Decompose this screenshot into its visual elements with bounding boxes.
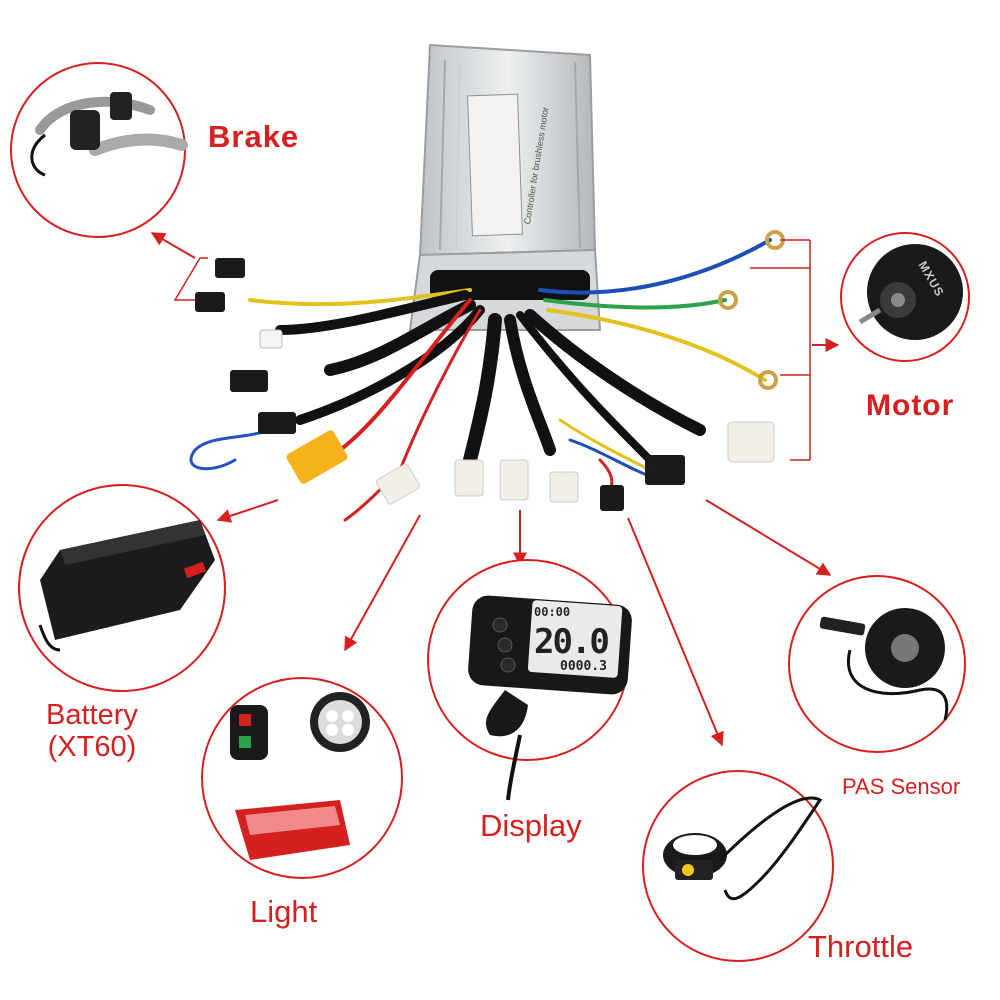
throttle-connector xyxy=(549,471,579,503)
brake-lever-top xyxy=(35,96,155,135)
wiring-harness xyxy=(189,238,772,522)
brake-lever-bottom xyxy=(89,133,188,156)
label-battery: Battery (XT60) xyxy=(46,699,138,764)
white-connector xyxy=(259,329,283,349)
arrow-throttle xyxy=(627,517,724,747)
loop-connector xyxy=(258,412,296,434)
brake-circle xyxy=(10,62,188,238)
controller-box xyxy=(408,43,602,331)
light-connector xyxy=(376,463,420,505)
motor-circle xyxy=(840,232,970,362)
battery-circle xyxy=(18,484,226,692)
label-battery-line2: (XT60) xyxy=(47,730,137,763)
label-pas-sensor: PAS Sensor xyxy=(842,774,961,799)
brake-clamp xyxy=(110,92,132,120)
display-connector-b xyxy=(499,459,529,501)
phase-terminal-3 xyxy=(758,370,778,390)
label-brake: Brake xyxy=(208,119,300,154)
light-switch xyxy=(230,705,268,760)
lcd-screen xyxy=(527,600,623,678)
arrows xyxy=(150,232,840,747)
arrow-battery xyxy=(216,499,279,523)
lcd-speed-readout: 20.0 xyxy=(534,622,610,662)
display-connector-a xyxy=(454,459,484,497)
throttle-circle xyxy=(642,770,834,962)
brake-bracket xyxy=(173,257,208,301)
arrow-light xyxy=(344,514,421,652)
throttle-plug xyxy=(600,485,624,511)
lcd-odo-readout: 0000.3 xyxy=(560,659,607,674)
motor-bracket xyxy=(750,239,811,461)
display-circle xyxy=(427,559,632,801)
pas-circle xyxy=(788,575,966,753)
phase-terminal-2 xyxy=(718,290,738,310)
label-motor: Motor xyxy=(866,389,955,422)
label-battery-line1: Battery xyxy=(46,699,138,731)
label-light: Light xyxy=(250,894,318,929)
xt60-connector xyxy=(286,430,348,484)
arrow-brake xyxy=(150,232,196,259)
label-throttle: Throttle xyxy=(808,929,914,964)
light-circle xyxy=(201,677,403,879)
brake-connector-1 xyxy=(215,258,245,278)
hall-connector xyxy=(727,421,775,463)
brake-body xyxy=(70,110,100,150)
connectors xyxy=(195,230,785,511)
black-connector xyxy=(230,370,268,392)
label-display: Display xyxy=(480,808,582,843)
brake-connector-2 xyxy=(195,292,225,312)
pas-connector xyxy=(645,455,685,485)
arrow-pas xyxy=(705,499,832,576)
hub-motor xyxy=(867,244,963,340)
